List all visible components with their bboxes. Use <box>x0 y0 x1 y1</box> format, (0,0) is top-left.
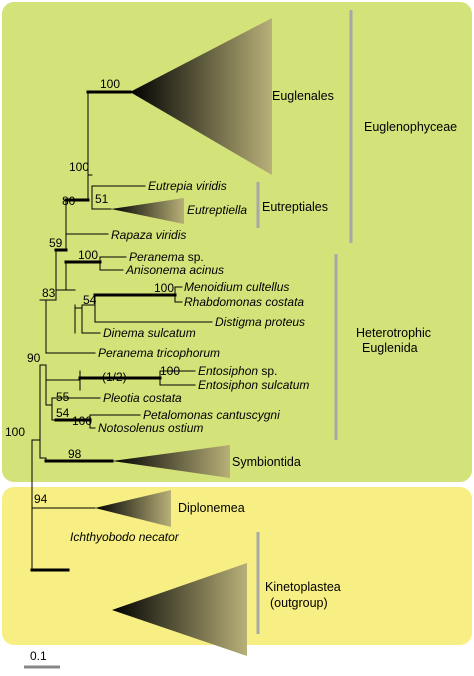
diplonemea-wedge <box>95 490 171 527</box>
support-59: 59 <box>49 236 63 250</box>
support-eutreptiales: 51 <box>95 192 109 206</box>
branches <box>30 90 213 572</box>
support-values: 100 100 51 80 59 100 83 54 100 90 100 (1… <box>5 77 180 506</box>
support-petalomonas-notosolenus: 100 <box>72 414 92 428</box>
support-entosiphon: 100 <box>160 364 180 378</box>
support-54b: 54 <box>56 406 70 420</box>
taxon-rapaza: Rapaza viridis <box>111 228 186 242</box>
clade-kinetoplastea: Kinetoplastea <box>265 580 341 594</box>
support-diplonemea: 94 <box>34 492 48 506</box>
taxon-peranema-sp: Peranema sp. <box>129 250 204 264</box>
symbiontida-wedge <box>112 445 230 478</box>
support-peranema-anisonema: 100 <box>78 248 98 262</box>
group-euglenida: Euglenida <box>362 341 418 355</box>
support-83: 83 <box>42 286 56 300</box>
collapsed-clades <box>95 18 272 656</box>
eutreptiella-wedge <box>111 198 184 224</box>
support-root: 100 <box>5 425 25 439</box>
support-symbiontida: 98 <box>68 447 82 461</box>
support-with-rapaza: 80 <box>62 194 76 208</box>
taxon-notosolenus: Notosolenus ostium <box>98 421 203 435</box>
euglenales-wedge <box>130 18 272 175</box>
taxon-dinema: Dinema sulcatum <box>103 326 196 340</box>
clade-labels: Euglenales Symbiontida Diplonemea Kineto… <box>178 89 341 610</box>
kinetoplastea-wedge <box>112 563 247 656</box>
clade-kinetoplastea-outgroup: (outgroup) <box>270 596 328 610</box>
outgroup-background <box>2 487 472 645</box>
support-euglenales: 100 <box>100 77 120 91</box>
taxon-entosiphon-sp: Entosiphon sp. <box>198 364 277 378</box>
group-euglenophyceae: Euglenophyceae <box>364 120 457 134</box>
taxon-labels: Eutrepia viridis Eutreptiella Rapaza vir… <box>70 179 309 544</box>
taxon-eutrepia: Eutrepia viridis <box>148 179 227 193</box>
taxon-pleotia: Pleotia costata <box>103 391 182 405</box>
taxon-petalomonas: Petalomonas cantuscygni <box>143 408 280 422</box>
taxon-eutreptiella: Eutreptiella <box>187 203 247 217</box>
support-euglenophyceae: 100 <box>69 160 89 174</box>
support-90: 90 <box>27 351 41 365</box>
group-labels: Euglenophyceae Eutreptiales Heterotrophi… <box>262 120 457 355</box>
scale-bar-label: 0.1 <box>30 649 47 663</box>
clade-symbiontida: Symbiontida <box>232 455 301 469</box>
group-heterotrophic: Heterotrophic <box>356 326 431 340</box>
support-55: 55 <box>56 390 70 404</box>
taxon-peranema-tricophorum: Peranema tricophorum <box>98 346 220 360</box>
taxon-entosiphon-sulcatum: Entosiphon sulcatum <box>198 378 309 392</box>
clade-euglenales: Euglenales <box>272 89 334 103</box>
euglenida-background <box>2 2 472 482</box>
group-brackets <box>256 10 353 634</box>
taxon-ichthyobodo: Ichthyobodo necator <box>70 530 180 544</box>
support-54a: 54 <box>83 293 97 307</box>
taxon-menoidium: Menoidium cultellus <box>184 280 289 294</box>
taxon-anisonema: Anisonema acinus <box>125 263 224 277</box>
taxon-rhabdomonas: Rhabdomonas costata <box>184 295 304 309</box>
group-eutreptiales: Eutreptiales <box>262 200 328 214</box>
taxon-distigma: Distigma proteus <box>215 315 305 329</box>
clade-diplonemea: Diplonemea <box>178 501 245 515</box>
support-entosiphon-fraction: (1/2) <box>102 370 127 384</box>
support-menoidium-rhabdomonas: 100 <box>154 281 174 295</box>
